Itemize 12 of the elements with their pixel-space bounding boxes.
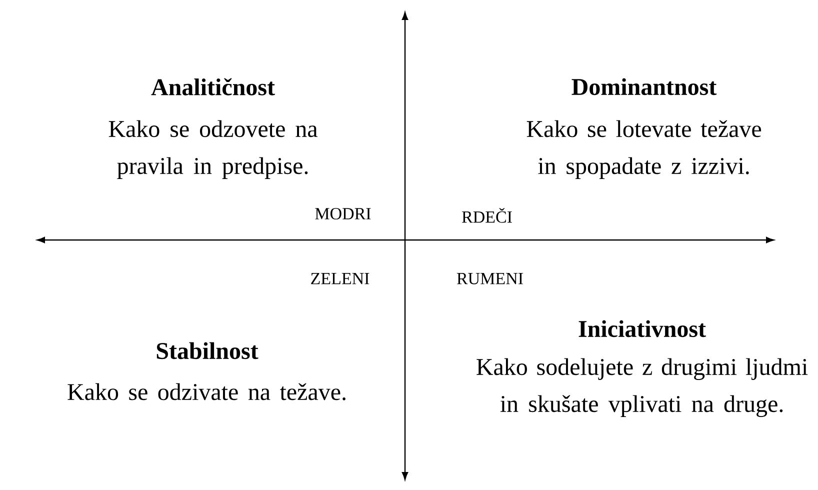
colour-tag: MODRI <box>315 208 371 220</box>
colour-tag: RUMENI <box>456 273 523 284</box>
quadrant-description: Kako se odzivate na težave. <box>68 383 346 400</box>
quadrant-heading: Analitičnost <box>151 78 275 96</box>
quadrant-heading: Stabilnost <box>156 342 258 360</box>
quadrant-heading: Iniciativnost <box>578 320 706 338</box>
quadrant-description: Kako se lotevate težave in spopadate z izzivi. <box>526 120 762 180</box>
quadrant-description: Kako sodelujete z drugimi ljudmi in skušate vplivati na druge. <box>476 358 808 418</box>
colour-tag: RDEČI <box>462 208 512 223</box>
quadrant-description: Kako se odzovete na pravila in predpise. <box>108 120 318 179</box>
colour-tag: ZELENI <box>311 273 370 284</box>
quadrant-heading: Dominantnost <box>572 78 717 96</box>
